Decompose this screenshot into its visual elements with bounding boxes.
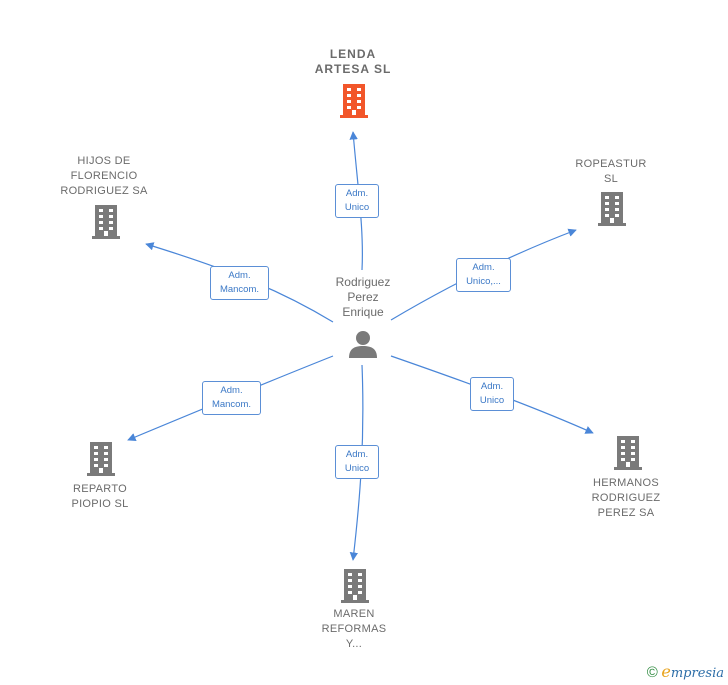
building-icon-ropeastur[interactable]: [597, 192, 627, 226]
relation-badge-ropeastur[interactable]: Adm. Unico,...: [456, 258, 511, 292]
relation-badge-hermanos[interactable]: Adm. Unico: [470, 377, 514, 411]
company-label-ropeastur[interactable]: ROPEASTUR SL: [575, 158, 647, 185]
building-icon-reparto[interactable]: [86, 442, 116, 476]
relation-badge-reparto[interactable]: Adm. Mancom.: [202, 381, 261, 415]
center-person-name[interactable]: Rodriguez Perez Enrique: [335, 275, 391, 319]
company-label-lenda[interactable]: LENDA ARTESA SL: [314, 47, 392, 76]
person-icon[interactable]: [348, 329, 378, 359]
company-label-hijos[interactable]: HIJOS DE FLORENCIO RODRIGUEZ SA: [60, 155, 148, 197]
company-label-reparto[interactable]: REPARTO PIOPIO SL: [71, 483, 129, 510]
company-label-hermanos[interactable]: HERMANOS RODRIGUEZ PEREZ SA: [591, 477, 661, 519]
building-icon-maren[interactable]: [340, 569, 370, 603]
building-icon-lenda[interactable]: [339, 84, 369, 118]
copyright-symbol: ©: [646, 664, 658, 681]
relation-badge-lenda[interactable]: Adm. Unico: [335, 184, 379, 218]
company-label-maren[interactable]: MAREN REFORMAS Y...: [321, 608, 387, 650]
building-icon-hermanos[interactable]: [613, 436, 643, 470]
brand-name: empresia: [661, 662, 724, 681]
empresia-logo: © empresia: [647, 662, 724, 681]
building-icon-hijos[interactable]: [91, 205, 121, 239]
relation-badge-hijos[interactable]: Adm. Mancom.: [210, 266, 269, 300]
relation-badge-maren[interactable]: Adm. Unico: [335, 445, 379, 479]
